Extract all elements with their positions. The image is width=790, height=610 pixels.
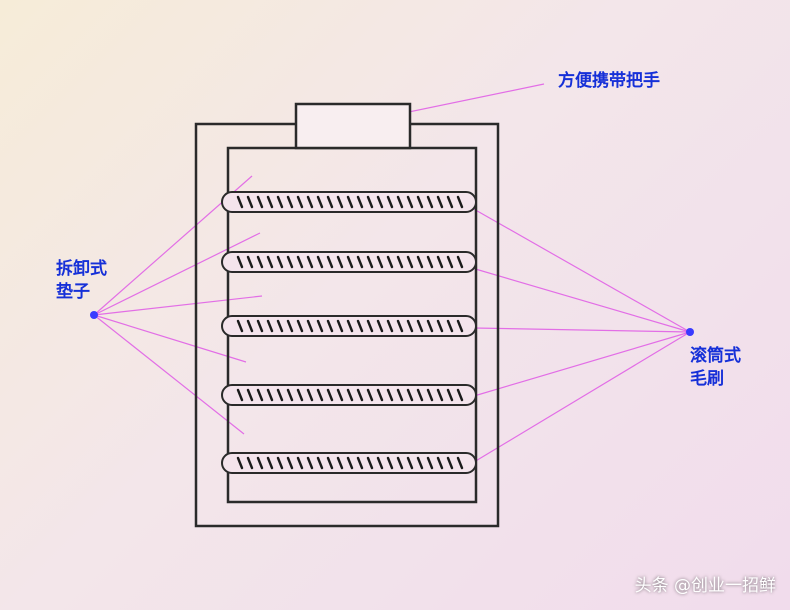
roller-brush — [221, 251, 477, 273]
watermark: 头条 @创业一招鲜 — [634, 576, 776, 596]
anchor-dots — [90, 311, 694, 336]
brush-leader-line — [473, 331, 691, 463]
brush-leader-line — [473, 327, 691, 333]
brush-leader-line — [473, 331, 691, 397]
roller-brush — [221, 452, 477, 474]
brush-leader-line — [471, 207, 691, 333]
roller-brush — [221, 191, 477, 213]
pad-leader-line — [93, 314, 245, 435]
brush-anchor-dot — [686, 328, 694, 336]
pad-leader-line — [93, 295, 263, 316]
roller-brush — [221, 384, 477, 406]
pad-anchor-dot — [90, 311, 98, 319]
pad-leader-line — [93, 314, 247, 363]
brush-leader-line — [471, 267, 691, 333]
leader-lines — [93, 83, 691, 463]
roller-brushes — [221, 191, 477, 474]
brush-label-line1: 滚筒式 — [690, 346, 741, 366]
brush-label-line2: 毛刷 — [690, 369, 724, 389]
roller-brush — [221, 315, 477, 337]
handle-label: 方便携带把手 — [558, 71, 660, 91]
pad-label-line2: 垫子 — [56, 282, 90, 302]
carry-handle — [294, 102, 412, 150]
pad-label-line1: 拆卸式 — [56, 259, 107, 279]
pad-leader-line — [93, 232, 261, 316]
brush-label: 滚筒式 毛刷 — [690, 345, 741, 391]
pad-label: 拆卸式 垫子 — [56, 258, 107, 304]
